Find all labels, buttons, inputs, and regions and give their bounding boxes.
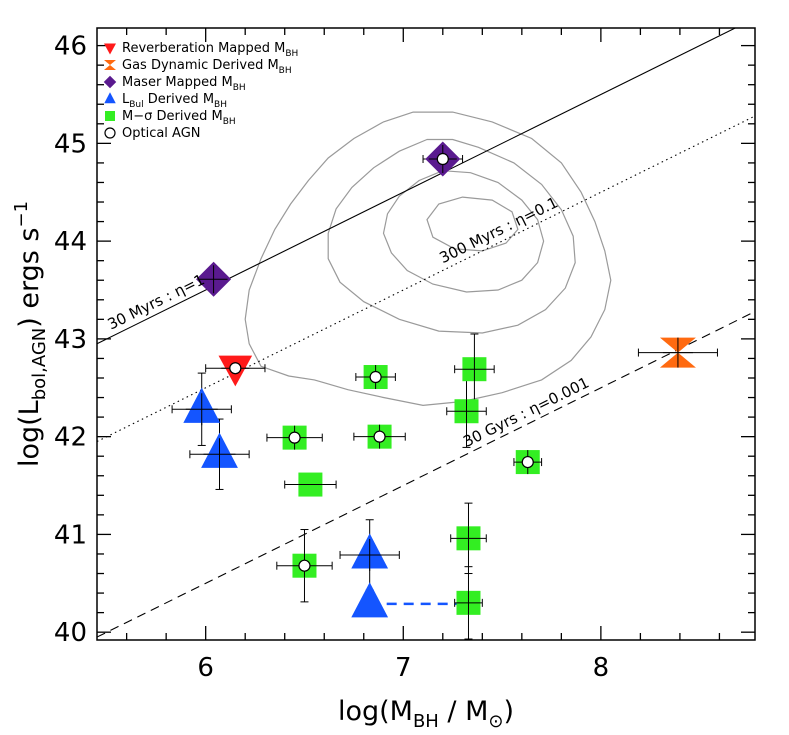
y-tick-label: 44 bbox=[54, 227, 87, 257]
x-tick-label: 8 bbox=[593, 653, 610, 683]
reference-line-label: 30 Myrs : η=1 bbox=[105, 270, 208, 333]
legend-up-triangle-symbol bbox=[104, 92, 116, 104]
y-tick-label: 45 bbox=[54, 129, 87, 159]
legend-label: LBul Derived MBH bbox=[122, 92, 227, 110]
optical-agn-circle bbox=[229, 362, 242, 375]
legend-hourglass-symbol bbox=[104, 60, 116, 70]
up-triangle-marker bbox=[351, 582, 389, 618]
y-tick-label: 40 bbox=[54, 618, 87, 648]
legend-diamond-symbol bbox=[103, 75, 117, 89]
axis-ticks: 6 7 8 40 41 42 43 44 45 46 bbox=[54, 28, 755, 683]
data-markers bbox=[183, 141, 696, 618]
contour-2 bbox=[327, 138, 576, 334]
axis-titles: log(MBH / M⊙) log(Lbol,AGN) ergs s−1 bbox=[11, 201, 514, 732]
y-tick-label: 41 bbox=[54, 520, 87, 550]
optical-agn-circle bbox=[373, 430, 386, 443]
legend-label: Gas Dynamic Derived MBH bbox=[122, 58, 292, 76]
optical-agn-circle bbox=[436, 152, 449, 166]
reference-line-dashed bbox=[97, 311, 755, 638]
optical-agn-circle bbox=[369, 370, 382, 384]
optical-agn-circle bbox=[521, 455, 534, 469]
legend-down-triangle-symbol bbox=[104, 43, 116, 55]
legend-label: Reverberation Mapped MBH bbox=[122, 41, 298, 59]
legend-label: Optical AGN bbox=[122, 126, 201, 141]
plot-frame bbox=[96, 27, 756, 641]
legend-square-symbol bbox=[105, 111, 115, 121]
optical-agn-circle bbox=[288, 431, 301, 444]
error-bars bbox=[171, 153, 718, 640]
contour-3 bbox=[382, 170, 545, 293]
x-axis-title: log(MBH / M⊙) bbox=[338, 696, 514, 732]
y-tick-label: 42 bbox=[54, 423, 87, 453]
optical-agn-circle bbox=[298, 559, 311, 572]
legend-circle-symbol bbox=[104, 127, 116, 139]
contour-group bbox=[244, 111, 612, 407]
x-tick-label: 6 bbox=[197, 653, 214, 683]
contour-4 bbox=[426, 196, 519, 252]
y-tick-label: 46 bbox=[54, 32, 87, 62]
x-tick-label: 7 bbox=[395, 653, 412, 683]
legend-label: Maser Mapped MBH bbox=[122, 75, 246, 93]
y-tick-label: 43 bbox=[54, 325, 87, 355]
contour-1 bbox=[244, 111, 612, 407]
legend-label: M−σ Derived MBH bbox=[122, 109, 236, 127]
y-axis-title: log(Lbol,AGN) ergs s−1 bbox=[11, 201, 50, 467]
